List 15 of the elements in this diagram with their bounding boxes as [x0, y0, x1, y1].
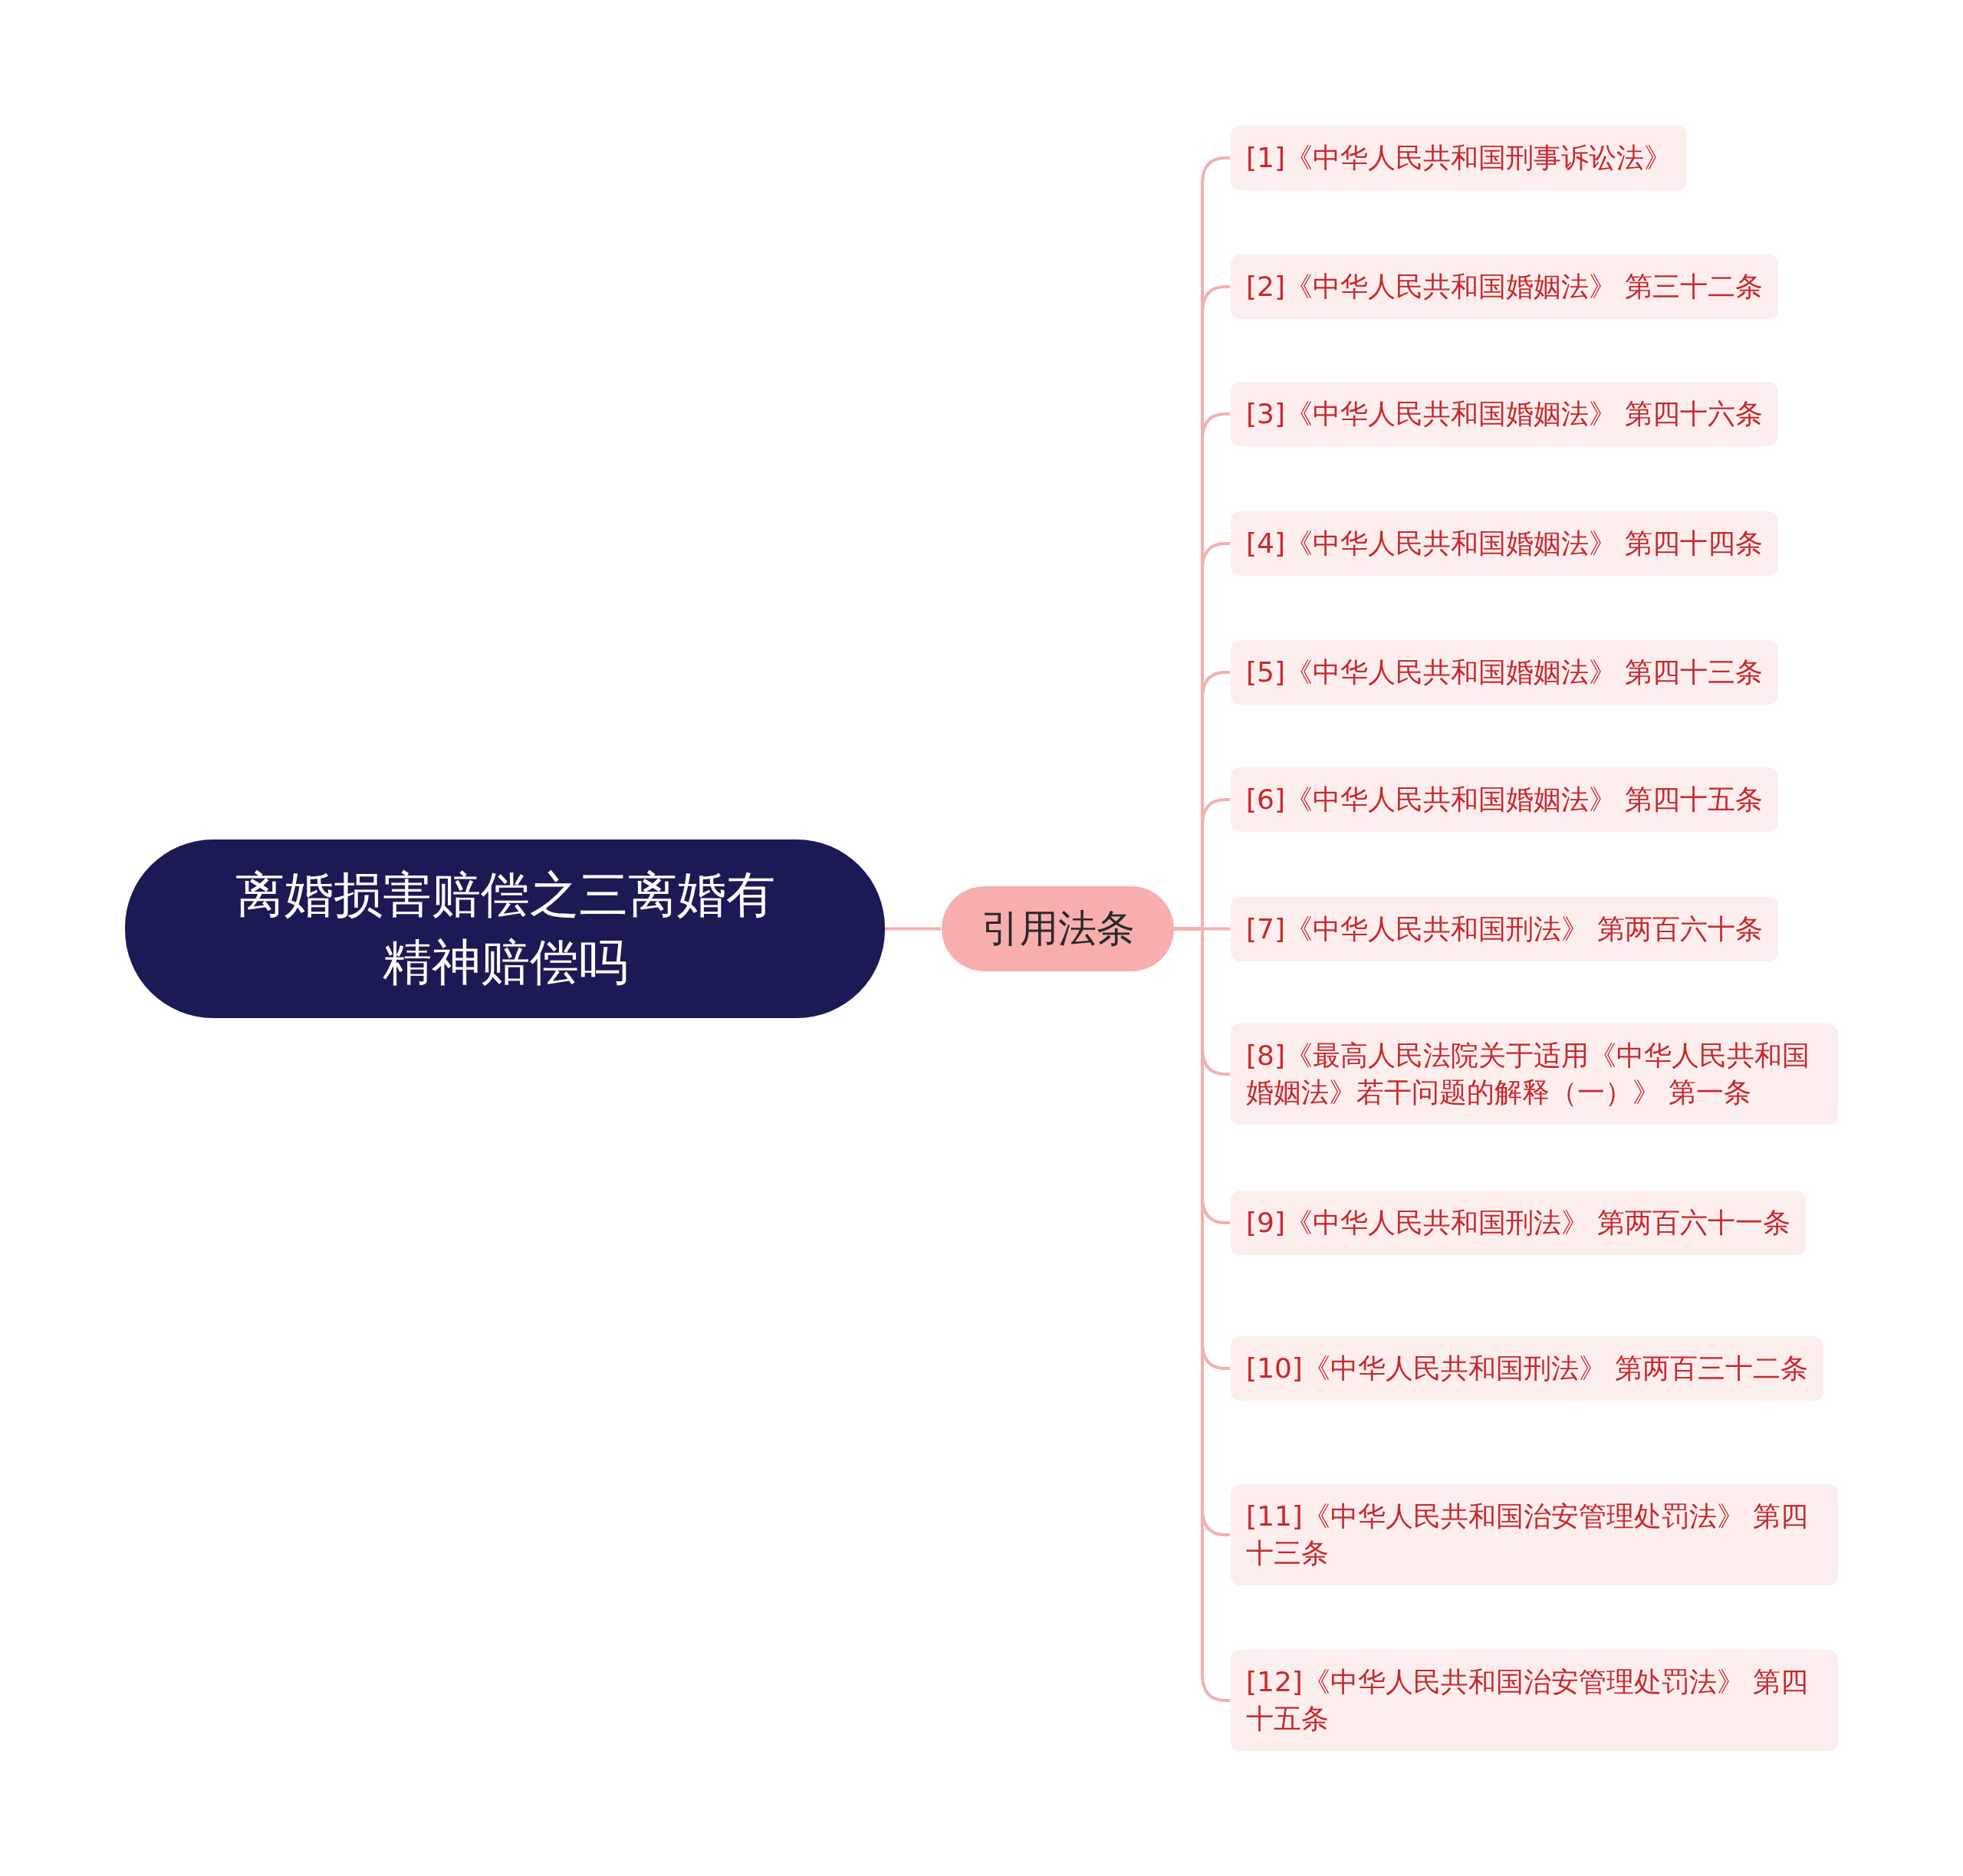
citation-box: [11]《中华人民共和国治安管理处罚法》 第四十三条: [1231, 1484, 1838, 1585]
citation-box: [5]《中华人民共和国婚姻法》 第四十三条: [1231, 640, 1779, 705]
citation-box: [1]《中华人民共和国刑事诉讼法》: [1231, 126, 1687, 190]
citation-box: [9]《中华人民共和国刑法》 第两百六十一条: [1231, 1191, 1807, 1255]
citation-box: [4]《中华人民共和国婚姻法》 第四十四条: [1231, 511, 1779, 576]
subtopic-pill: 引用法条: [942, 885, 1174, 971]
citation-box: [12]《中华人民共和国治安管理处罚法》 第四十五条: [1231, 1650, 1838, 1751]
citation-box: [6]《中华人民共和国婚姻法》 第四十五条: [1231, 767, 1779, 832]
topic-box: 离婚损害赔偿之三离婚有精神赔偿吗: [125, 839, 885, 1018]
citation-box: [2]《中华人民共和国婚姻法》 第三十二条: [1231, 255, 1779, 319]
connector-line: [885, 927, 941, 931]
citation-box: [7]《中华人民共和国刑法》 第两百六十条: [1231, 897, 1779, 961]
citation-box: [3]《中华人民共和国婚姻法》 第四十六条: [1231, 382, 1779, 446]
citation-box: [10]《中华人民共和国刑法》 第两百三十二条: [1231, 1336, 1824, 1401]
citation-box: [8]《最高人民法院关于适用《中华人民共和国婚姻法》若干问题的解释（一）》 第一条: [1231, 1023, 1838, 1125]
